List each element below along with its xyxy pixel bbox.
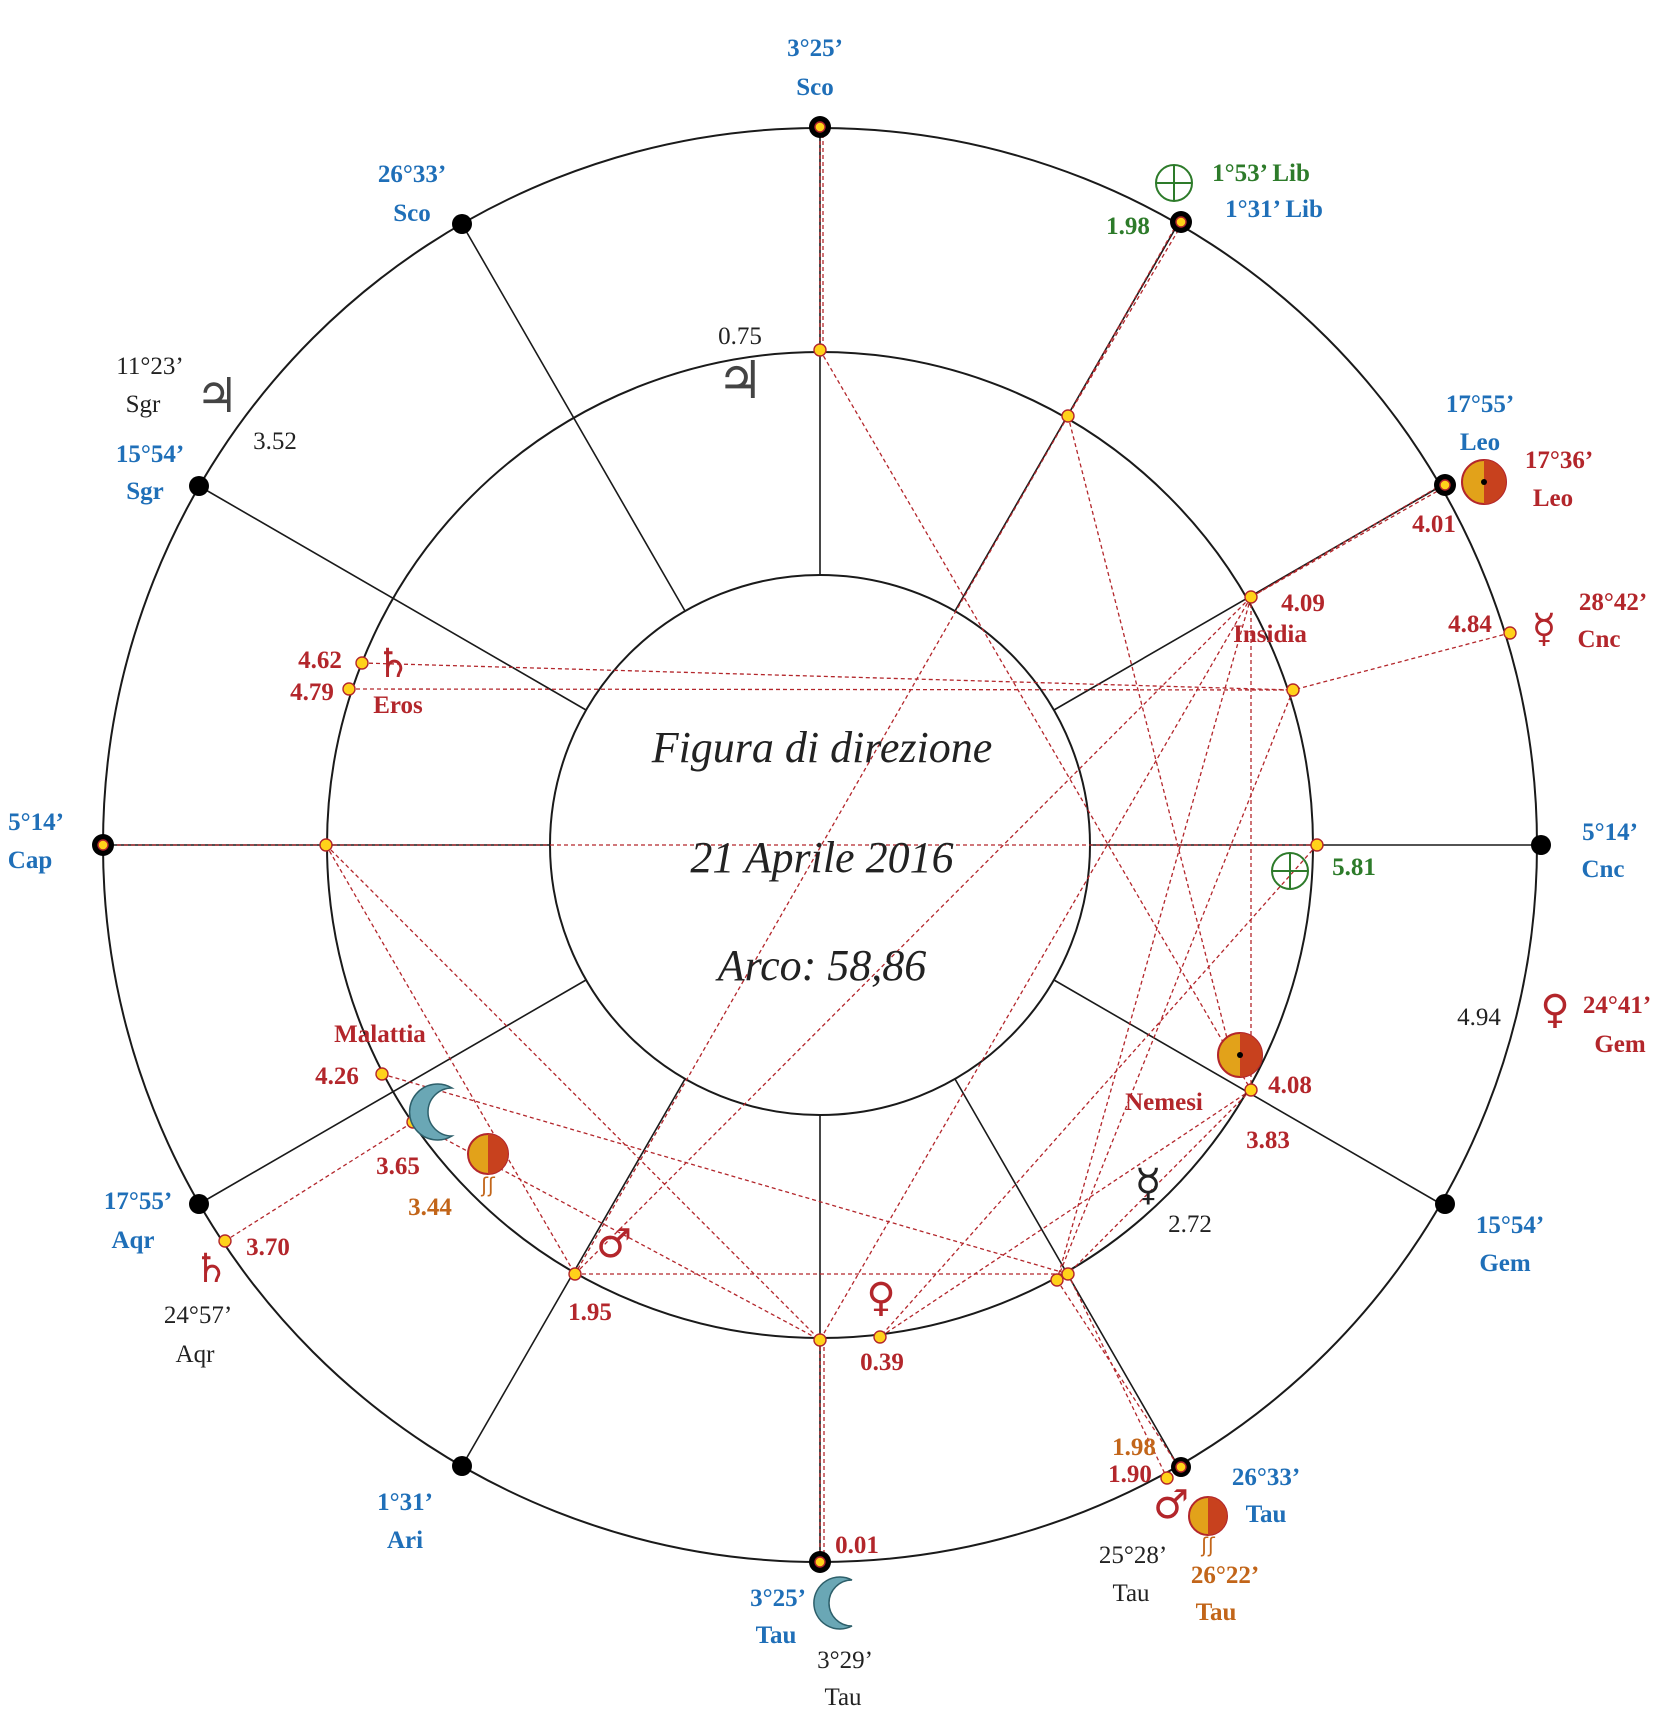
mars-icon: ♂ bbox=[1153, 1482, 1189, 1528]
svg-text:Tau: Tau bbox=[1112, 1580, 1150, 1607]
mercury-icon: ☿ bbox=[1134, 1160, 1161, 1211]
svg-text:1.98: 1.98 bbox=[1106, 213, 1150, 240]
mercury-icon: ☿ bbox=[1532, 606, 1557, 652]
planet-glyphs: ♃ ♃ ♄ ♄ ☿ ☿ ♀ ♀ ♂ ♂ bbox=[193, 164, 1570, 1630]
svg-text:4.62: 4.62 bbox=[298, 647, 342, 674]
svg-text:3.65: 3.65 bbox=[376, 1153, 420, 1180]
chart-date: 21 Aprile 2016 bbox=[690, 833, 953, 882]
svg-text:3.44: 3.44 bbox=[408, 1194, 452, 1221]
chart-title: Figura di direzione bbox=[651, 723, 993, 772]
svg-text:Gem: Gem bbox=[1594, 1031, 1646, 1058]
svg-text:Sgr: Sgr bbox=[126, 478, 164, 505]
svg-text:4.08: 4.08 bbox=[1268, 1072, 1312, 1099]
svg-text:Gem: Gem bbox=[1479, 1250, 1531, 1277]
venus-icon: ♀ bbox=[866, 1275, 895, 1321]
svg-text:Tau: Tau bbox=[1246, 1501, 1287, 1528]
svg-text:Cnc: Cnc bbox=[1577, 626, 1620, 653]
svg-text:26°33’: 26°33’ bbox=[1232, 1464, 1300, 1491]
inner-point-labels: 0.75 4.62 4.79 Eros 4.09 Insidia 5.81 4.… bbox=[290, 323, 1376, 1376]
svg-text:Leo: Leo bbox=[1533, 485, 1573, 512]
svg-text:26°22’: 26°22’ bbox=[1191, 1562, 1259, 1589]
svg-text:Aqr: Aqr bbox=[176, 1341, 216, 1368]
svg-text:Sco: Sco bbox=[796, 74, 834, 101]
svg-text:Nemesi: Nemesi bbox=[1125, 1089, 1203, 1116]
svg-text:24°57’: 24°57’ bbox=[164, 1302, 232, 1329]
chart-arc: Arco: 58,86 bbox=[715, 941, 927, 990]
svg-text:1°31’: 1°31’ bbox=[377, 1489, 433, 1516]
svg-text:0.39: 0.39 bbox=[860, 1349, 904, 1376]
svg-text:3.70: 3.70 bbox=[246, 1234, 290, 1261]
sun-icon bbox=[1461, 459, 1507, 505]
svg-text:11°23’: 11°23’ bbox=[116, 353, 183, 380]
svg-text:2.72: 2.72 bbox=[1168, 1211, 1212, 1238]
svg-text:3°25’: 3°25’ bbox=[750, 1585, 806, 1612]
svg-text:1.98: 1.98 bbox=[1112, 1434, 1156, 1461]
svg-text:1.95: 1.95 bbox=[568, 1299, 612, 1326]
svg-text:5.81: 5.81 bbox=[1332, 854, 1376, 881]
venus-icon: ♀ bbox=[1540, 987, 1569, 1033]
svg-text:ʃʃ: ʃʃ bbox=[1200, 1533, 1216, 1557]
svg-text:Aqr: Aqr bbox=[111, 1227, 154, 1254]
svg-text:28°42’: 28°42’ bbox=[1579, 589, 1647, 616]
svg-text:Cap: Cap bbox=[8, 847, 52, 874]
cusp-markers bbox=[92, 116, 1551, 1573]
moon-icon bbox=[813, 1576, 853, 1630]
svg-text:5°14’: 5°14’ bbox=[1582, 819, 1638, 846]
svg-text:Tau: Tau bbox=[824, 1684, 862, 1709]
svg-text:3.83: 3.83 bbox=[1246, 1127, 1290, 1154]
svg-text:15°54’: 15°54’ bbox=[116, 441, 184, 468]
svg-text:Sgr: Sgr bbox=[126, 391, 161, 418]
svg-text:Malattia: Malattia bbox=[334, 1021, 426, 1048]
promissor-points bbox=[218, 343, 1517, 1485]
svg-text:3.52: 3.52 bbox=[253, 428, 297, 455]
svg-text:Tau: Tau bbox=[1196, 1599, 1237, 1626]
svg-text:0.75: 0.75 bbox=[718, 323, 762, 350]
jupiter-icon: ♃ bbox=[717, 351, 764, 411]
svg-text:17°36’: 17°36’ bbox=[1525, 447, 1593, 474]
svg-text:Cnc: Cnc bbox=[1581, 856, 1624, 883]
cusp-labels: 3°25’ Sco 26°33’ Sco 15°54’ Sgr 5°14’ Ca… bbox=[8, 35, 1638, 1649]
svg-text:Tau: Tau bbox=[756, 1622, 797, 1649]
svg-text:15°54’: 15°54’ bbox=[1476, 1212, 1544, 1239]
svg-text:4.01: 4.01 bbox=[1412, 511, 1456, 538]
part-of-fortune-icon bbox=[1271, 852, 1309, 890]
svg-text:ʃʃ: ʃʃ bbox=[480, 1173, 496, 1197]
svg-text:Insidia: Insidia bbox=[1233, 621, 1307, 648]
part-of-fortune-icon bbox=[1155, 164, 1193, 202]
svg-text:26°33’: 26°33’ bbox=[378, 161, 446, 188]
sun-icon: ʃʃ bbox=[467, 1133, 509, 1197]
svg-text:25°28’: 25°28’ bbox=[1099, 1542, 1167, 1569]
svg-text:17°55’: 17°55’ bbox=[104, 1188, 172, 1215]
svg-text:4.94: 4.94 bbox=[1457, 1004, 1501, 1031]
mars-icon: ♂ bbox=[596, 1221, 632, 1267]
svg-text:4.79: 4.79 bbox=[290, 679, 334, 706]
outer-planet-labels: 11°23’ Sgr 3.52 3.70 24°57’ Aqr 0.01 3°2… bbox=[116, 160, 1651, 1709]
svg-text:1°31’ Lib: 1°31’ Lib bbox=[1225, 196, 1323, 223]
svg-text:0.01: 0.01 bbox=[835, 1532, 879, 1559]
moon-icon bbox=[408, 1083, 455, 1141]
sun-icon bbox=[1217, 1032, 1263, 1078]
svg-text:3°29’: 3°29’ bbox=[817, 1647, 873, 1674]
svg-text:Eros: Eros bbox=[373, 692, 423, 719]
svg-text:Sco: Sco bbox=[393, 200, 431, 227]
svg-text:1.90: 1.90 bbox=[1108, 1461, 1152, 1488]
svg-text:24°41’: 24°41’ bbox=[1583, 992, 1651, 1019]
aspect-lines bbox=[103, 127, 1511, 1562]
sun-icon: ʃʃ bbox=[1188, 1496, 1228, 1557]
saturn-icon: ♄ bbox=[193, 1246, 229, 1292]
svg-text:4.09: 4.09 bbox=[1281, 590, 1325, 617]
svg-text:4.84: 4.84 bbox=[1448, 611, 1492, 638]
svg-text:17°55’: 17°55’ bbox=[1446, 391, 1514, 418]
svg-text:Ari: Ari bbox=[387, 1527, 423, 1554]
svg-text:5°14’: 5°14’ bbox=[8, 809, 64, 836]
svg-text:1°53’ Lib: 1°53’ Lib bbox=[1212, 160, 1310, 187]
svg-text:Leo: Leo bbox=[1460, 429, 1500, 456]
saturn-icon: ♄ bbox=[375, 641, 411, 687]
svg-text:3°25’: 3°25’ bbox=[787, 35, 843, 62]
svg-text:4.26: 4.26 bbox=[315, 1063, 359, 1090]
jupiter-icon: ♃ bbox=[195, 368, 238, 424]
